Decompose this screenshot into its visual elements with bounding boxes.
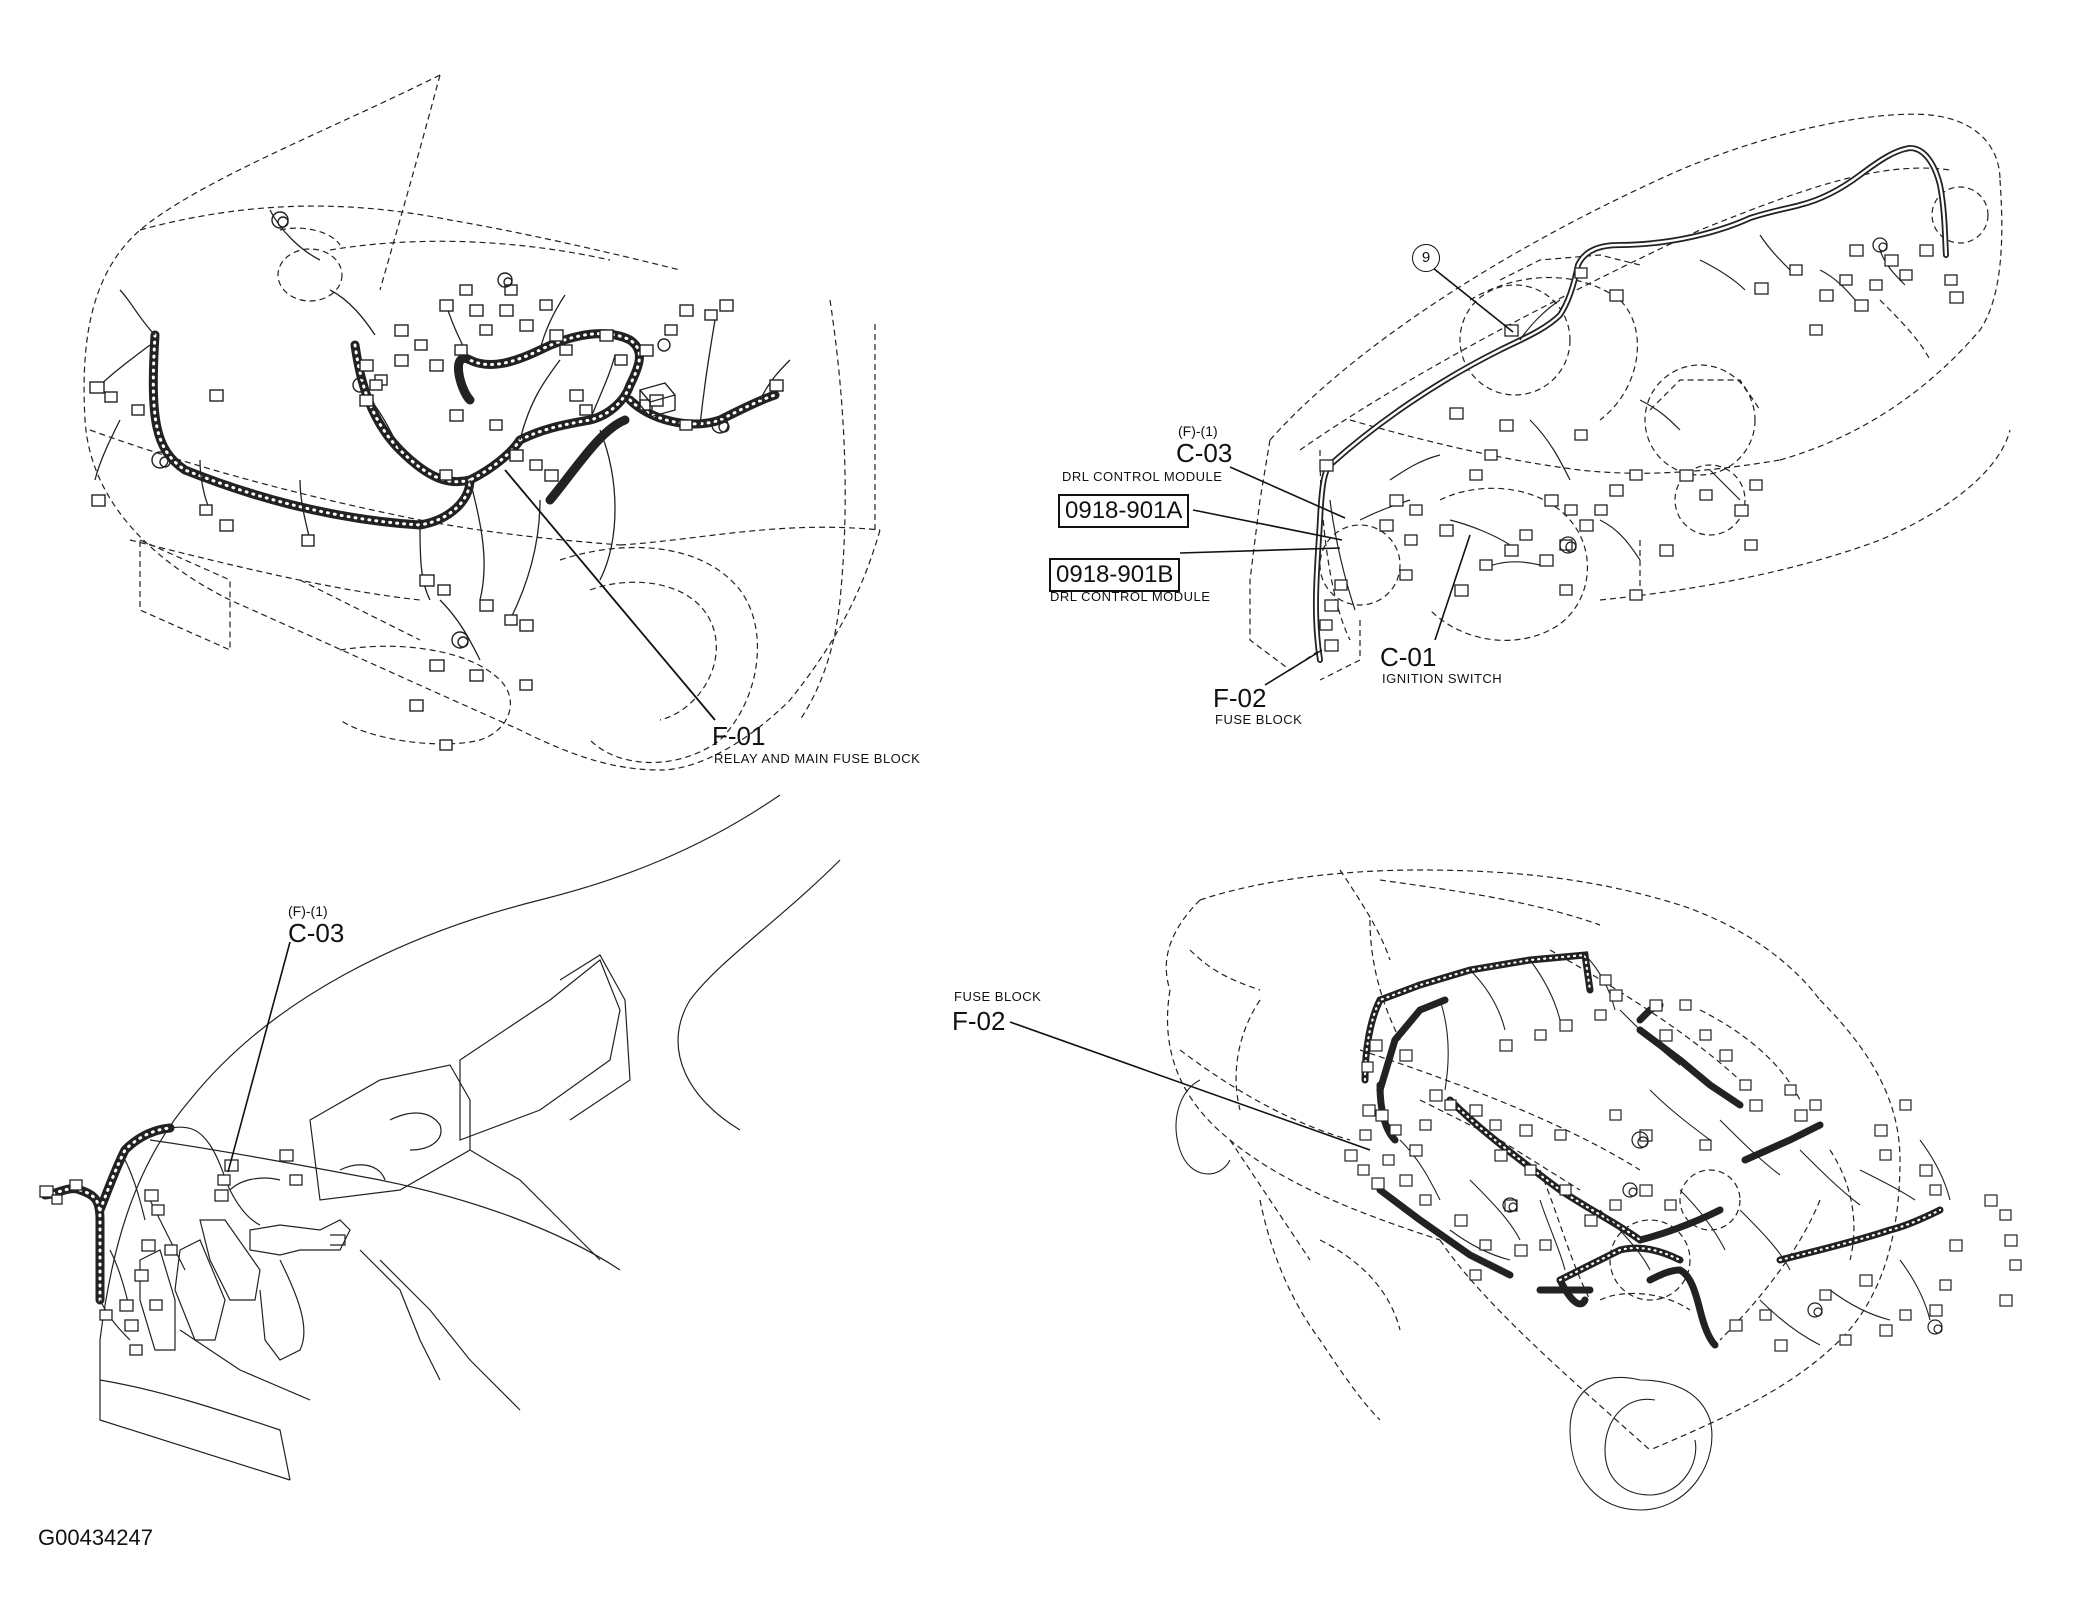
under-dash-harness-dots: [43, 1126, 172, 1302]
dash-c03-ref-label: (F)-(1): [1178, 423, 1218, 439]
under-dash-panel: [39, 794, 841, 1481]
dashboard-main-harness: [1312, 144, 1949, 663]
dashboard-leader-lines: [1179, 267, 1514, 686]
f02-leader-line: [1264, 649, 1323, 686]
callout-9-leader-line: [1432, 267, 1514, 333]
under-dash-c03-code-label: C-03: [288, 918, 345, 948]
engine-room-harness-dots: [151, 332, 777, 527]
body-outline: [1165, 869, 1901, 1451]
under-dash-c03-leader-line: [227, 941, 291, 1173]
dash-c03-code-label: C-03: [1176, 438, 1233, 468]
f01-code-label: F-01: [712, 721, 766, 751]
figure-id-label: G00434247: [38, 1525, 153, 1550]
part-a-leader-line: [1192, 509, 1343, 541]
body-connectors: [1344, 974, 2022, 1352]
part-number-b-box: 0918-901B: [1049, 558, 1181, 592]
under-dash-c03-ref-label: (F)-(1): [288, 903, 328, 919]
engine-room-connectors: [89, 284, 784, 751]
part-b-leader-line: [1179, 547, 1341, 554]
dash-f02-code-label: F-02: [1213, 683, 1267, 713]
relay-and-main-fuse-block-shape: [639, 382, 676, 418]
body-harness-dots: [1363, 953, 1942, 1282]
dash-c01-code-label: C-01: [1380, 642, 1437, 672]
part-number-b-name-label: DRL CONTROL MODULE: [1050, 589, 1211, 604]
engine-room-body-outline: [83, 74, 881, 771]
under-dash-harness: [40, 1123, 175, 1305]
body-panel: [1009, 869, 2022, 1511]
body-f02-name-label: FUSE BLOCK: [954, 989, 1042, 1004]
dashboard-coils: [1559, 237, 1888, 554]
dash-c03-name-label: DRL CONTROL MODULE: [1062, 469, 1223, 484]
dashboard-outline: [1249, 113, 2011, 681]
body-coils: [1502, 1131, 1943, 1335]
under-dash-connectors: [39, 1149, 303, 1356]
engine-room-coil-connectors: [151, 211, 730, 649]
body-outline-solid: [1175, 1079, 1713, 1511]
dash-c01-name-label: IGNITION SWITCH: [1382, 671, 1503, 686]
under-dash-outline: [99, 794, 841, 1481]
f01-name-label: RELAY AND MAIN FUSE BLOCK: [714, 751, 921, 766]
dashboard-panel: [1179, 113, 2011, 686]
part-number-a-box: 0918-901A: [1058, 494, 1190, 528]
body-f02-code-label: F-02: [952, 1006, 1006, 1036]
c01-leader-line: [1434, 534, 1471, 641]
body-f02-leader-line: [1009, 1021, 1371, 1151]
engine-room-panel: [83, 74, 881, 771]
c03-leader-line: [1229, 466, 1346, 519]
body-branch-wires: [1399, 954, 1951, 1346]
callout-9-circle: 9: [1412, 244, 1440, 272]
dashboard-connectors: [1319, 244, 1964, 652]
dash-f02-name-label: FUSE BLOCK: [1215, 712, 1303, 727]
f01-leader-line: [504, 469, 716, 721]
